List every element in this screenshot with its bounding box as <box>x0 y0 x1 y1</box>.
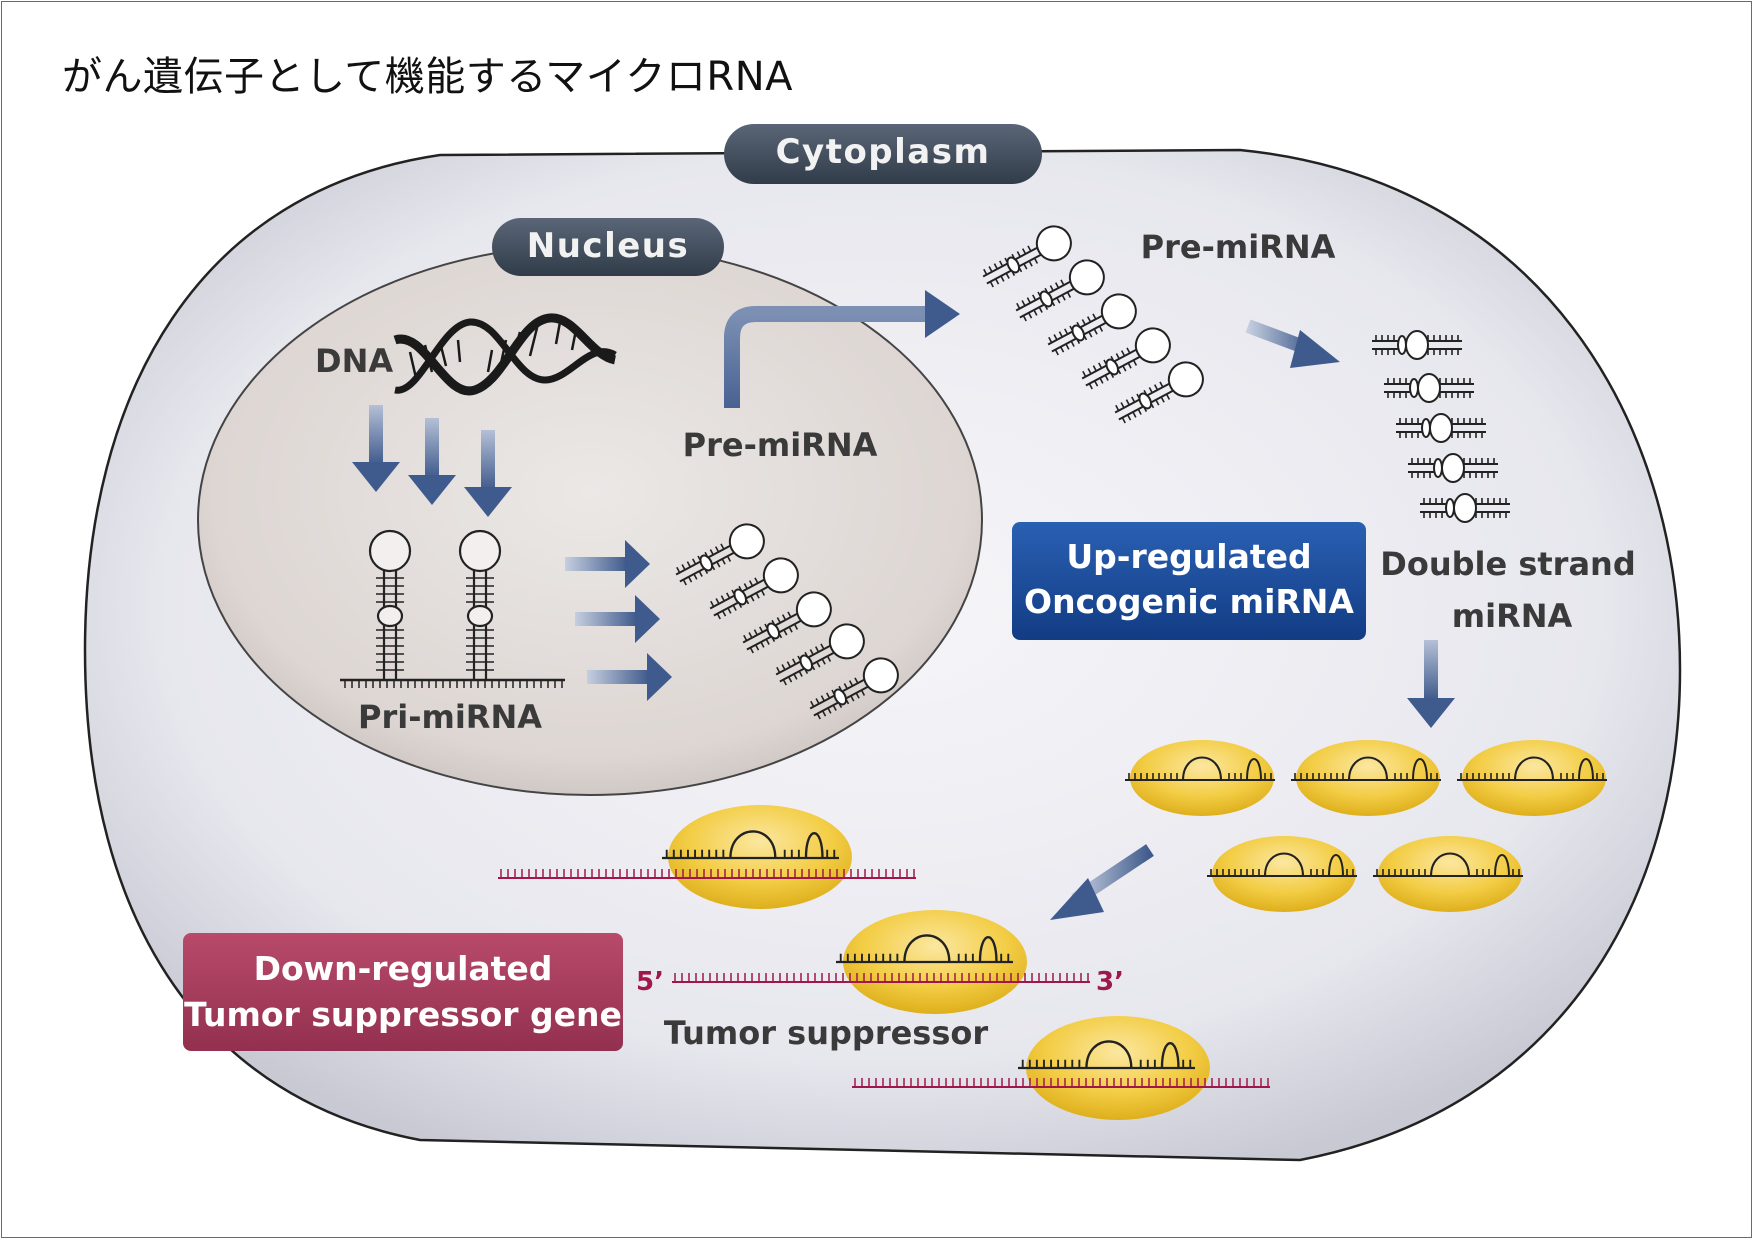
right-arrow-icon <box>587 653 672 701</box>
downregulated-box: Down-regulated Tumor suppressor gene <box>183 933 623 1051</box>
nucleus <box>197 244 983 796</box>
cytoplasm-label: Cytoplasm <box>776 132 991 172</box>
downregulated-line1: Down-regulated <box>254 949 553 988</box>
transcription-arrows <box>352 405 512 517</box>
pri-mirna-label: Pri-miRNA <box>358 698 542 736</box>
down-arrow-icon <box>1407 640 1455 728</box>
pre-mirna-cytoplasm-label: Pre-miRNA <box>1141 228 1336 266</box>
upregulated-line2: Oncogenic miRNA <box>1024 582 1354 621</box>
right-arrow-icon <box>565 540 650 588</box>
down-arrow-icon <box>352 405 400 492</box>
down-arrow-icon <box>464 430 512 517</box>
tumor-suppressor-label: Tumor suppressor <box>664 1014 989 1052</box>
pri-mirna-structure <box>340 529 565 688</box>
three-prime-label: 3’ <box>1096 967 1124 997</box>
processing-arrows <box>565 540 672 701</box>
dna-label: DNA <box>315 342 393 380</box>
upregulated-box: Up-regulated Oncogenic miRNA <box>1012 522 1366 640</box>
down-arrow-icon <box>408 418 456 505</box>
risc-complex <box>1456 740 1608 816</box>
downregulated-line2: Tumor suppressor gene <box>184 995 622 1034</box>
nucleus-label-pill: Nucleus <box>492 218 724 276</box>
dicer-arrow-icon <box>1245 319 1340 368</box>
targeting-arrow-icon <box>1050 844 1154 920</box>
nucleus-label: Nucleus <box>527 226 689 266</box>
pre-mirna-nucleus-label: Pre-miRNA <box>683 426 878 464</box>
page-title: がん遺伝子として機能するマイクロRNA <box>62 54 793 100</box>
risc-complex <box>1206 836 1358 912</box>
right-arrow-icon <box>575 595 660 643</box>
cytoplasm-label-pill: Cytoplasm <box>724 124 1042 184</box>
double-strand-label-line1: Double strand <box>1380 545 1635 583</box>
five-prime-label: 5’ <box>636 967 664 997</box>
dna-helix-icon <box>393 313 617 396</box>
risc-complex <box>1290 740 1442 816</box>
risc-complex <box>1124 740 1276 816</box>
risc-bound-mrna <box>852 1016 1270 1120</box>
upregulated-line1: Up-regulated <box>1066 537 1311 576</box>
risc-bound-mrna <box>498 805 916 909</box>
export-arrow-icon <box>724 290 960 408</box>
risc-complex <box>1372 836 1524 912</box>
risc-complexes <box>1124 740 1608 912</box>
risc-bound-mrna: 5’ 3’ <box>636 910 1124 1014</box>
double-strand-label-line2: miRNA <box>1452 597 1573 635</box>
